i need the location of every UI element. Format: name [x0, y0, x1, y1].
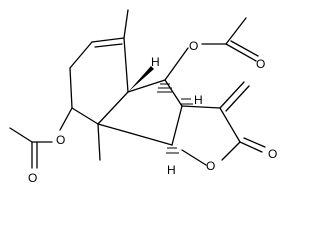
- stereo-h-top-left: H: [151, 55, 160, 69]
- acetate-top-carbonyl-oxygen: O: [256, 57, 265, 71]
- left-ring: [69, 9, 129, 125]
- acetate-top: [164, 17, 259, 81]
- acetate-left: [9, 107, 73, 169]
- stereo-h-bottom: H: [167, 163, 176, 177]
- acetate-left-oxygen: O: [56, 133, 65, 147]
- molecule-structure: O O O O O O H H H: [9, 9, 277, 185]
- lactone-ring: [181, 81, 266, 166]
- acetate-left-carbonyl-oxygen: O: [28, 171, 37, 185]
- stereo-h-top-right: H: [194, 93, 203, 107]
- lactone-carbonyl-oxygen: O: [268, 147, 277, 161]
- stereo-bonds: [128, 66, 193, 154]
- ring-oxygen: O: [206, 159, 215, 173]
- acetate-top-oxygen: O: [189, 39, 198, 53]
